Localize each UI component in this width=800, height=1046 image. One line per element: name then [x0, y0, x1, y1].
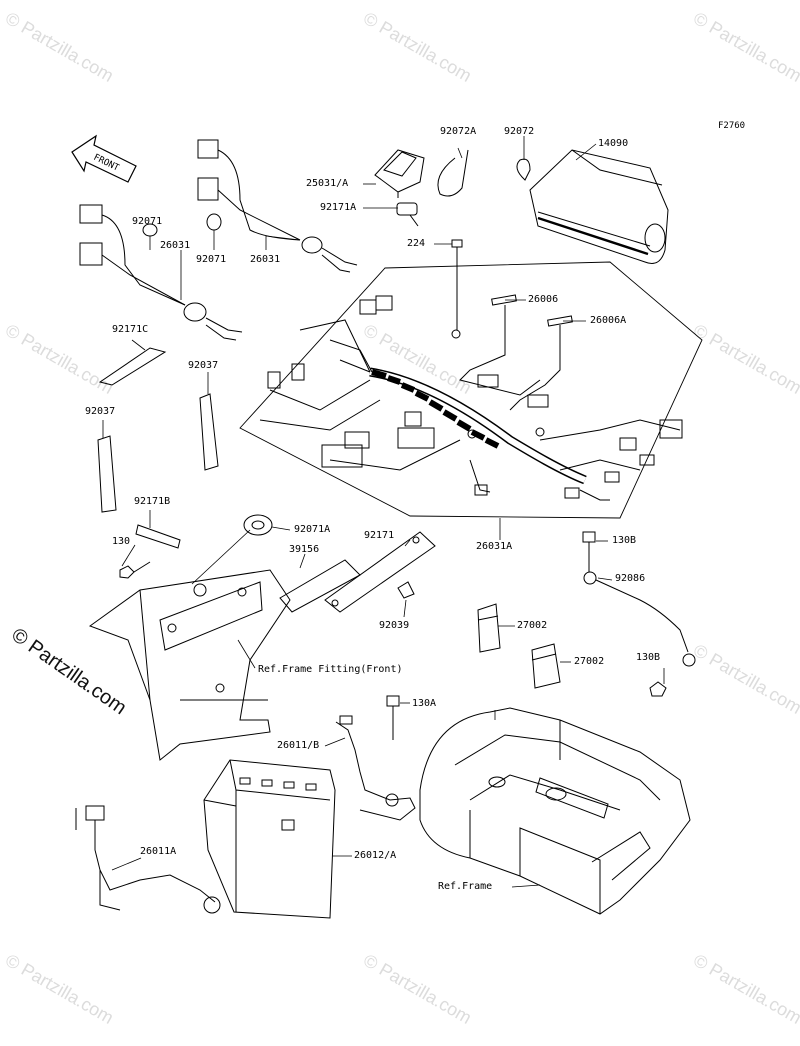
callout-130B-top[interactable]: 130B	[612, 535, 637, 546]
callout-26011A[interactable]: 26011A	[140, 846, 177, 857]
bracket-92171A	[397, 203, 418, 226]
pad-39156	[280, 560, 360, 612]
callout-26006A[interactable]: 26006A	[590, 315, 627, 326]
battery-26012	[204, 760, 335, 918]
cable-26011A	[76, 806, 220, 913]
callout-92071-right[interactable]: 92071	[196, 254, 227, 265]
callout-27002-lower[interactable]: 27002	[574, 656, 605, 667]
callout-130[interactable]: 130	[112, 536, 131, 547]
callout-26011B[interactable]: 26011/B	[277, 740, 320, 751]
bolt-130A	[387, 696, 399, 740]
callout-92072A[interactable]: 92072A	[440, 126, 477, 137]
cover-14090	[530, 150, 668, 264]
grommet-92071A	[244, 515, 272, 535]
subharness-26031-upper	[198, 140, 357, 272]
callout-27002-upper[interactable]: 27002	[517, 620, 548, 631]
harness-26006	[460, 295, 572, 410]
callout-92171B[interactable]: 92171B	[134, 496, 171, 507]
callout-25031A[interactable]: 25031/A	[306, 178, 349, 189]
bolt-130	[120, 562, 150, 578]
callout-92037-right[interactable]: 92037	[188, 360, 219, 371]
callout-92171C[interactable]: 92171C	[112, 324, 149, 335]
callout-92037-left[interactable]: 92037	[85, 406, 116, 417]
callout-26031A[interactable]: 26031A	[476, 541, 513, 552]
clip-92039	[398, 582, 414, 598]
strap-92037	[200, 394, 218, 470]
callout-92086[interactable]: 92086	[615, 573, 646, 584]
subharness-26031-lower	[80, 205, 242, 340]
cable-92086	[583, 532, 695, 666]
plate-92171B	[136, 525, 180, 548]
callout-26031-upper[interactable]: 26031	[250, 254, 281, 265]
bracket-92171C	[100, 348, 165, 385]
relay-27002a	[478, 604, 500, 652]
callout-26031-lower[interactable]: 26031	[160, 240, 191, 251]
harness-boundary	[240, 262, 702, 518]
figure-code: F2760	[718, 121, 746, 131]
relay-27002b	[532, 644, 560, 688]
cable-26011B	[336, 716, 415, 820]
callout-14090[interactable]: 14090	[598, 138, 629, 149]
clip-92072A	[438, 150, 468, 196]
callout-26006[interactable]: 26006	[528, 294, 559, 305]
callout-130A[interactable]: 130A	[412, 698, 437, 709]
relay-25031	[375, 150, 424, 198]
front-arrow-icon: FRONT	[72, 136, 136, 182]
callout-92171[interactable]: 92171	[364, 530, 395, 541]
callout-92039[interactable]: 92039	[379, 620, 410, 631]
grommet-92071	[207, 214, 221, 230]
callout-92072[interactable]: 92072	[504, 126, 535, 137]
clip-92072	[517, 159, 530, 180]
bracket-92171	[325, 532, 435, 612]
callout-130B-bottom[interactable]: 130B	[636, 652, 661, 663]
callout-ref-frame-fitting-front[interactable]: Ref.Frame Fitting(Front)	[258, 664, 403, 675]
strap-92037	[98, 436, 116, 512]
callout-26012A[interactable]: 26012/A	[354, 850, 397, 861]
callout-ref-frame[interactable]: Ref.Frame	[438, 881, 493, 892]
bolt-224	[452, 240, 462, 330]
leader-lines	[103, 136, 664, 887]
callout-92071-left[interactable]: 92071	[132, 216, 163, 227]
frame-fitting-front	[90, 570, 290, 760]
main-harness-26031A	[260, 296, 682, 500]
callout-224[interactable]: 224	[407, 238, 426, 249]
callout-92071A[interactable]: 92071A	[294, 524, 331, 535]
frame-rear	[420, 708, 690, 914]
callout-92171A[interactable]: 92171A	[320, 202, 357, 213]
callout-39156[interactable]: 39156	[289, 544, 320, 555]
bolt-130B	[650, 682, 666, 696]
